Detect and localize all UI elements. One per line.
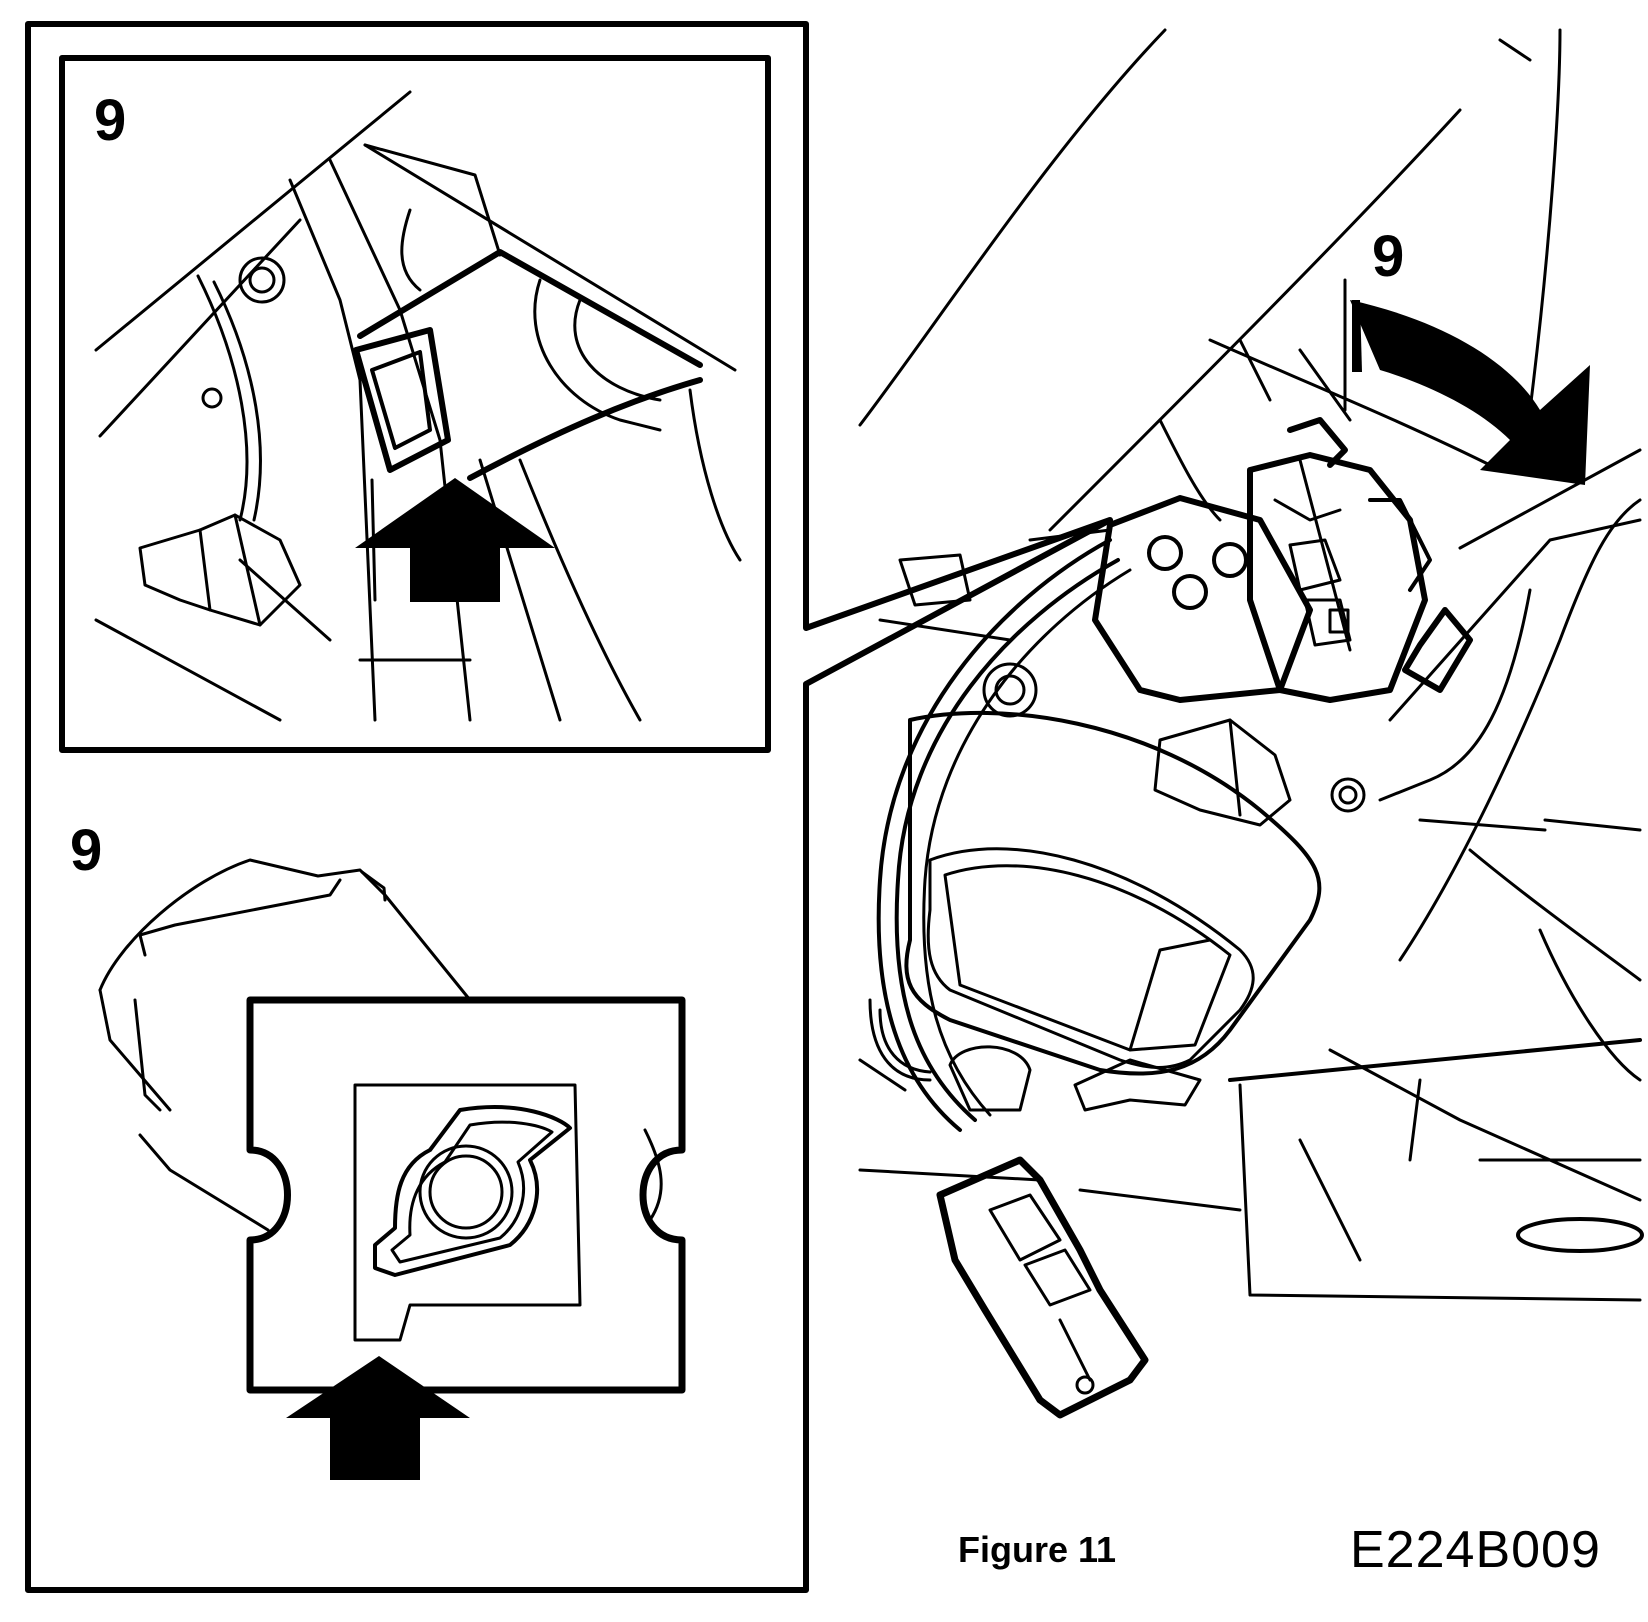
bracket-plate <box>246 996 686 1394</box>
drawing-code: E224B009 <box>1350 1521 1601 1579</box>
main-connector-right <box>1247 452 1428 703</box>
end-connector <box>936 1156 1149 1419</box>
bolt-icon <box>238 256 286 304</box>
wire-harness <box>876 538 1112 1132</box>
bolt-icon-main <box>1330 777 1366 813</box>
arrow-up-icon-bottom <box>286 1356 470 1480</box>
curved-arrow-icon <box>1350 300 1590 485</box>
arrow-up-icon <box>355 478 555 602</box>
mid-connector <box>1153 718 1292 827</box>
clip-slot <box>353 327 451 473</box>
callout-9-top-inset: 9 <box>94 88 127 153</box>
inset-frame <box>25 21 1113 1593</box>
small-connector <box>138 513 302 627</box>
figure-caption: Figure 11 <box>958 1529 1117 1570</box>
keyed-hole <box>373 1105 572 1277</box>
main-view <box>858 28 1644 1419</box>
top-inset <box>59 55 771 753</box>
callout-9-bottom-inset: 9 <box>70 818 103 883</box>
bottom-inset <box>98 858 686 1394</box>
callout-9-main: 9 <box>1372 224 1405 289</box>
center-hole <box>418 1144 514 1240</box>
top-inset-border <box>59 55 771 753</box>
